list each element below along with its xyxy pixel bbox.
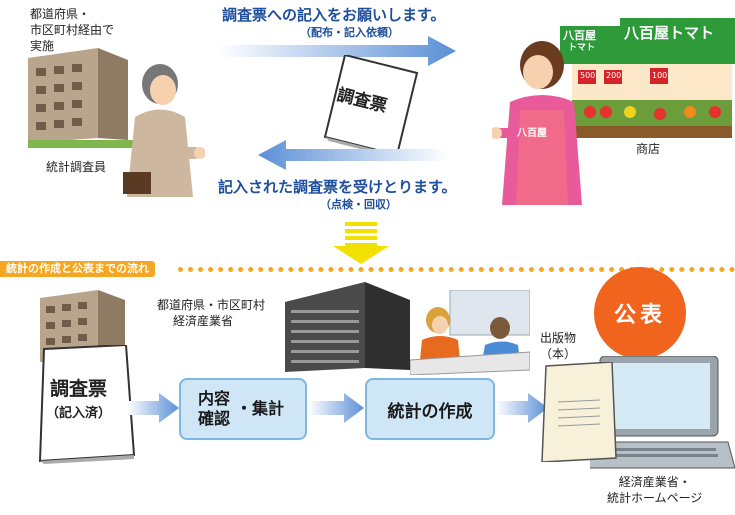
office-building-icon [28,48,138,148]
shop-sign-small: 八百屋 [563,29,596,42]
laptop-icon [590,356,735,469]
publication-badge: 公表 [594,267,686,359]
flow-arrow-1-icon [127,393,179,423]
step-review-aggregate: 内容 確認 ・集計 [179,378,307,440]
step-create-statistics: 統計の作成 [365,378,495,440]
filled-form-sub: （記入済） [46,406,112,421]
receive-title: 記入された調査票を受けとります。 [218,178,457,196]
dotted-divider [178,267,735,272]
shop-sign-small-sub: トマト [568,43,596,53]
left-arrow-icon [258,140,448,170]
shop-stall-icon [560,18,735,138]
shop-label: 商店 [636,142,661,156]
flow-arrow-3-icon [496,393,548,423]
org-label: 都道府県・市区町村 経済産業省 [157,298,266,328]
flow-arrow-2-icon [308,393,364,423]
filled-form-icon [38,345,136,464]
flow-section-label: 統計の作成と公表までの流れ [0,261,155,277]
office-workers-icon [410,290,530,375]
right-arrow-icon [218,36,456,66]
investigator-person-icon [123,64,205,197]
shop-sign-main: 八百屋トマト [624,24,715,42]
price-tag-3: 100 [652,71,668,80]
publication-book-icon [541,362,617,462]
route-label: 都道府県・ 市区町村経由で 実施 [30,7,115,53]
request-subtitle: （配布・記入依頼） [300,26,399,39]
web-label: 経済産業省・ 統計ホームページ [607,475,703,505]
receive-subtitle: （点検・回収） [320,198,397,211]
ministry-building-icon [285,282,410,372]
request-title: 調査票への記入をお願いします。 [222,6,446,24]
down-arrow-icon [333,222,389,264]
price-tag-1: 500 [580,71,596,80]
print-label: 出版物 （本） [540,331,577,361]
shopkeeper-person-icon [492,41,582,205]
filled-form-title: 調査票 [50,378,108,400]
office-building-small-icon [40,290,125,362]
price-tag-2: 200 [606,71,622,80]
apron-label: 八百屋 [517,128,547,139]
investigator-label: 統計調査員 [46,160,107,174]
